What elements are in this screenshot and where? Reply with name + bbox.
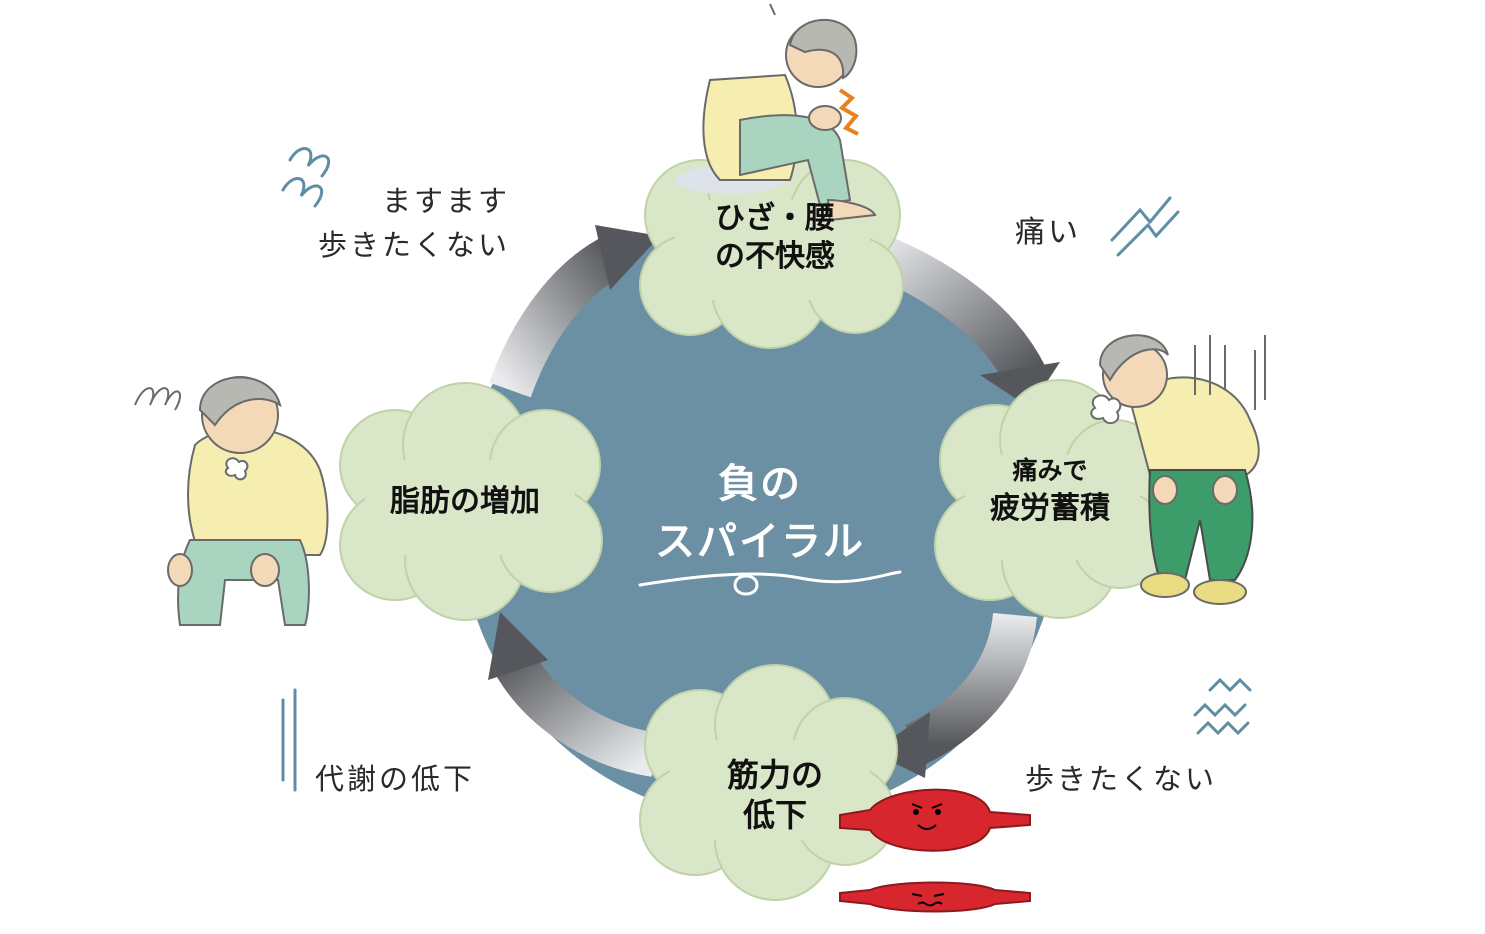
note-top-left: ますます 歩きたくない <box>300 180 510 267</box>
node-right-line1: 痛みで <box>1012 456 1088 485</box>
center-title-line2: スパイラル <box>655 519 865 565</box>
note-top-left-line1: ますます <box>381 184 510 218</box>
node-top-label: ひざ・腰 の不快感 <box>665 200 885 275</box>
node-left-label: 脂肪の増加 <box>345 483 585 521</box>
person-slumped <box>134 376 329 626</box>
center-circle <box>460 220 1060 820</box>
note-top-right: 痛い <box>1015 215 1081 250</box>
note-top-left-line2: 歩きたくない <box>317 227 510 262</box>
node-bottom-label: 筋力の 低下 <box>665 755 885 835</box>
center-title: 負の スパイラル <box>600 455 920 571</box>
cloud-right <box>934 379 1169 619</box>
node-top-line2: の不快感 <box>715 238 835 274</box>
squiggle-bottom-right <box>1193 677 1252 736</box>
muscle-weak-icon <box>839 881 1031 913</box>
person-fatigued <box>1090 334 1266 605</box>
node-bottom-line1: 筋力の <box>726 756 823 794</box>
note-bottom-left: 代謝の低下 <box>315 762 476 796</box>
node-bottom-line2: 低下 <box>742 796 807 834</box>
cloud-bottom <box>639 664 898 901</box>
muscle-angry-icon <box>839 788 1031 852</box>
cloud-left <box>339 382 603 621</box>
node-top-line1: ひざ・腰 <box>715 201 835 236</box>
squiggle-bottom-left <box>281 688 297 792</box>
arrow-top-left <box>489 225 660 398</box>
node-left-line1: 脂肪の増加 <box>390 484 540 519</box>
center-flourish <box>638 570 902 596</box>
node-right-label: 痛みで 疲労蓄積 <box>950 455 1150 528</box>
person-knee-pain <box>675 3 877 222</box>
note-bottom-right: 歩きたくない <box>1025 762 1218 796</box>
node-right-line2: 疲労蓄積 <box>990 491 1110 527</box>
squiggle-top-right <box>1110 196 1180 257</box>
center-title-line1: 負の <box>718 461 802 507</box>
arrow-bottom-left <box>488 612 659 777</box>
arrow-bottom-right <box>872 612 1037 778</box>
squiggle-top-left <box>281 147 331 208</box>
